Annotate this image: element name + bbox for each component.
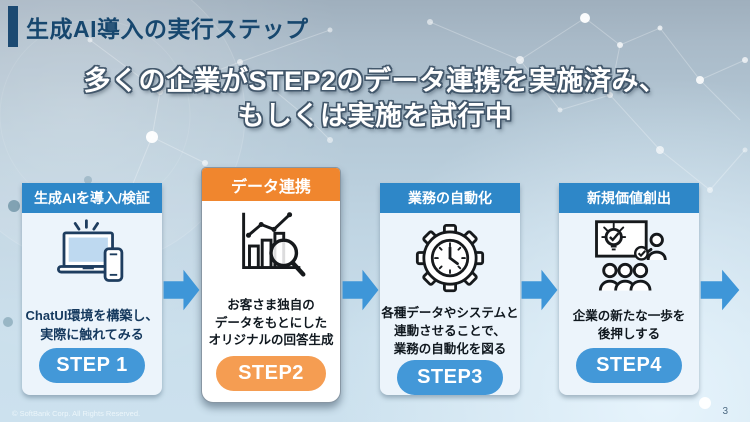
main-heading-line1: 多くの企業がSTEP2のデータ連携を実施済み、 [83, 66, 667, 96]
flow-arrow-2 [342, 269, 379, 311]
main-heading: 多くの企業がSTEP2のデータ連携を実施済み、 もしくは実施を試行中 [0, 64, 750, 134]
step-card-1: 生成AIを導入/検証 ChatUI環境を構築し、 実際に触れてみる [22, 183, 162, 395]
copyright-text: © SoftBank Corp. All Rights Reserved. [12, 409, 141, 418]
step-1-badge: STEP 1 [39, 348, 145, 383]
step-card-4-description: 企業の新たな一歩を 後押しする [572, 308, 686, 341]
step-card-2-description: お客さま独自の データをもとにした オリジナルの回答生成 [208, 297, 334, 348]
step-card-1-header: 生成AIを導入/検証 [22, 183, 162, 213]
step-card-3-description: 各種データやシステムと 連動させることで、 業務の自動化を図る [381, 306, 519, 356]
step-card-4-header: 新規価値創出 [559, 183, 699, 213]
flow-arrow-1 [163, 269, 200, 311]
steps-row: 生成AIを導入/検証 ChatUI環境を構築し、 実際に触れてみる [22, 167, 740, 403]
flow-arrow-3 [521, 269, 558, 311]
main-heading-line2: もしくは実施を試行中 [237, 101, 513, 131]
title-accent-bar [8, 6, 18, 47]
presentation-idea-people-icon [559, 213, 699, 305]
laptop-smartphone-icon [22, 213, 162, 305]
step-4-badge: STEP4 [576, 348, 682, 383]
step-card-1-description: ChatUI環境を構築し、 実際に触れてみる [25, 308, 159, 342]
step-card-4: 新規価値創出 [559, 183, 699, 395]
flow-arrow-4 [700, 269, 740, 311]
slide-title: 生成AI導入の実行ステップ [26, 15, 309, 42]
step-card-3-header: 業務の自動化 [380, 183, 520, 213]
page-number: 3 [722, 406, 728, 417]
gear-clock-icon [380, 213, 520, 305]
bar-chart-magnifier-icon [202, 201, 340, 293]
step-card-3: 業務の自動化 [380, 183, 520, 396]
slide-title-row: 生成AI導入の実行ステップ [8, 6, 309, 47]
step-card-2: データ連携 [201, 167, 341, 403]
step-2-badge: STEP2 [216, 356, 326, 391]
step-3-badge: STEP3 [397, 360, 503, 396]
step-card-2-header: データ連携 [202, 168, 340, 201]
